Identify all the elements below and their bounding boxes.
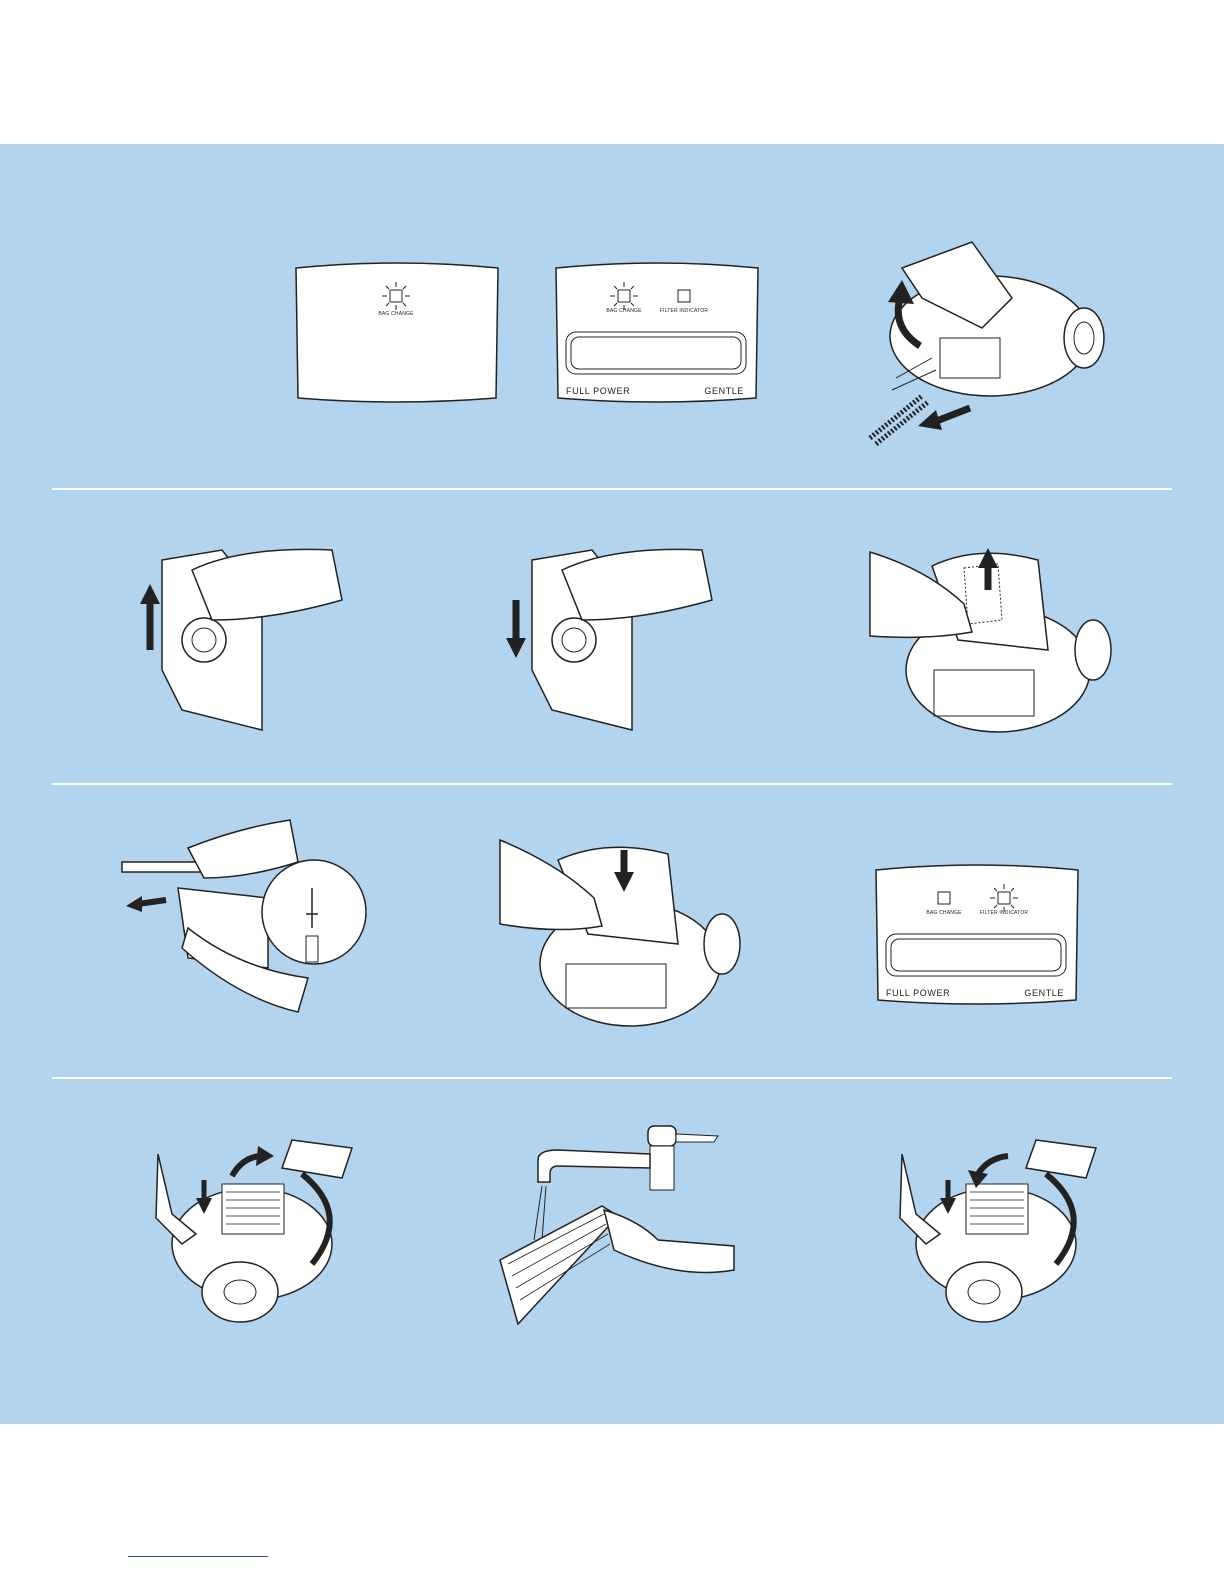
arrow-up-icon [140, 584, 160, 650]
filter-indicator-label: FILTER INDICATOR [660, 308, 709, 314]
arrow-down-icon [506, 600, 526, 658]
row-divider [52, 1077, 1172, 1079]
indicator-panel-filter: BAG CHANGE FILTER INDICATOR FULL POWER G… [872, 862, 1082, 1007]
full-power-label: FULL POWER [566, 386, 630, 396]
filter-frame-illustration [118, 818, 378, 1018]
filter-insert-illustration [498, 834, 748, 1034]
exhaust-filter-removal [152, 1134, 362, 1324]
indicator-panel-bag: BAG CHANGE FILTER INDICATOR FULL POWER G… [552, 260, 762, 405]
arrow-left-icon [126, 896, 166, 912]
curved-arrow-icon [968, 1156, 1008, 1188]
bag-change-label: BAG CHANGE [606, 308, 642, 314]
bag-change-label: BAG CHANGE [926, 910, 962, 916]
bag-change-label: BAG CHANGE [378, 311, 414, 317]
instruction-panel: BAG CHANGE BAG CHANGE FILTER INDICATOR F… [0, 144, 1224, 1424]
bag-removal-illustration [132, 540, 352, 740]
filter-indicator-label: FILTER INDICATOR [980, 910, 1029, 916]
row-divider [52, 783, 1172, 785]
gentle-label: GENTLE [1024, 988, 1064, 998]
vacuum-open-hose-removed [862, 228, 1122, 448]
footer-rule [128, 1556, 268, 1557]
arrow-left-icon [918, 408, 970, 430]
exhaust-filter-reinsert [896, 1134, 1106, 1324]
curved-arrow-icon [232, 1146, 274, 1176]
gentle-label: GENTLE [704, 386, 744, 396]
filter-rinse-illustration [498, 1120, 738, 1330]
full-power-label: FULL POWER [886, 988, 950, 998]
filter-removal-illustration [868, 540, 1118, 740]
bag-insert-illustration [502, 540, 722, 740]
indicator-panel-simple: BAG CHANGE [292, 260, 502, 405]
row-divider [52, 488, 1172, 490]
